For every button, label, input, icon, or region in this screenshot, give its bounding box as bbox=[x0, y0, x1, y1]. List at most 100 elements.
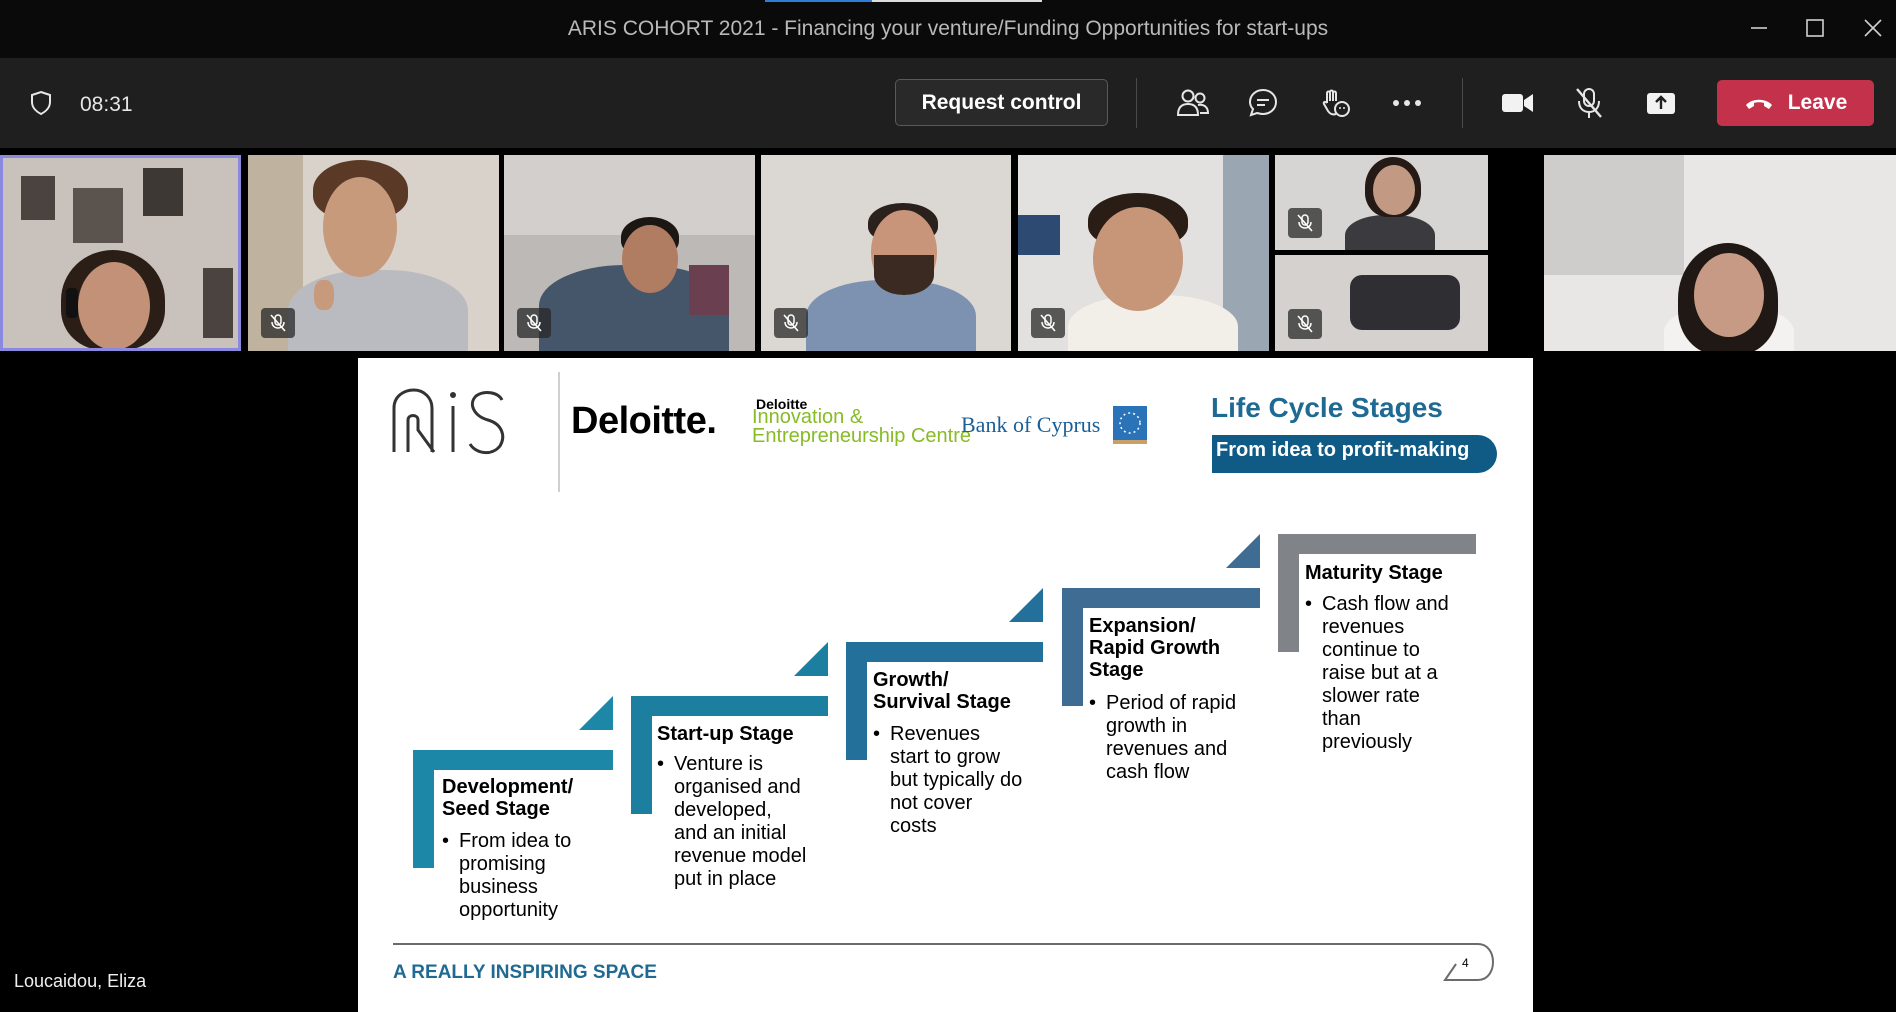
bullet-line: developed, bbox=[674, 799, 772, 821]
leave-button[interactable]: Leave bbox=[1717, 80, 1874, 126]
bullet-line: opportunity bbox=[459, 899, 558, 921]
camera-button[interactable] bbox=[1497, 82, 1539, 124]
aris-logo bbox=[392, 388, 505, 454]
reactions-button[interactable] bbox=[1314, 82, 1356, 124]
bullet-line: Period of rapid bbox=[1106, 692, 1237, 714]
mic-off-icon bbox=[1297, 214, 1313, 232]
participant-video-tile[interactable] bbox=[1275, 255, 1488, 351]
background-object bbox=[689, 265, 729, 315]
bank-of-cyprus-logo: Bank of Cyprus bbox=[961, 412, 1101, 437]
stage-title-line: Maturity Stage bbox=[1305, 562, 1443, 584]
bullet-line: From idea to bbox=[459, 830, 572, 852]
stage-2-step bbox=[631, 696, 828, 814]
request-control-button[interactable]: Request control bbox=[895, 79, 1108, 126]
minimize-icon bbox=[1751, 27, 1767, 29]
bullet-line: than bbox=[1322, 708, 1361, 730]
stage-1-title: Development/ Seed Stage bbox=[442, 776, 573, 820]
background-object bbox=[1018, 215, 1060, 255]
mic-off-icon bbox=[526, 314, 542, 332]
mic-off-icon bbox=[783, 314, 799, 332]
close-button[interactable] bbox=[1855, 12, 1891, 44]
life-cycle-staircase bbox=[393, 534, 1494, 981]
leave-label: Leave bbox=[1787, 91, 1848, 114]
stage-1-step bbox=[413, 750, 613, 868]
participant-video-tile[interactable] bbox=[504, 155, 755, 351]
meeting-info-button[interactable] bbox=[26, 88, 56, 118]
stage-title-line: Stage bbox=[1089, 659, 1144, 681]
participant-video-tile[interactable] bbox=[1018, 155, 1269, 351]
mic-off-icon bbox=[270, 314, 286, 332]
bullet-line: organised and bbox=[674, 776, 801, 798]
stage-title-line: Expansion/ bbox=[1089, 615, 1196, 637]
muted-indicator bbox=[261, 308, 295, 338]
wall-frame bbox=[21, 176, 55, 220]
participant-video-tile[interactable] bbox=[761, 155, 1011, 351]
muted-indicator bbox=[1031, 308, 1065, 338]
stage-5-title: Maturity Stage bbox=[1305, 562, 1443, 584]
toolbar-divider bbox=[1136, 78, 1137, 128]
stage-3-title: Growth/ Survival Stage bbox=[873, 669, 1011, 713]
participant-face bbox=[1373, 165, 1415, 215]
bullet-line: previously bbox=[1322, 731, 1413, 753]
self-video-tile[interactable] bbox=[1544, 155, 1896, 351]
bullet-line: growth in bbox=[1106, 715, 1188, 737]
participant-face bbox=[78, 262, 150, 348]
participant-video-tile[interactable] bbox=[248, 155, 499, 351]
bullet-line: raise but at a bbox=[1322, 662, 1438, 684]
phone-icon bbox=[1745, 99, 1772, 109]
bullet-line: promising bbox=[459, 853, 546, 875]
headset-icon bbox=[66, 288, 78, 318]
bullet-line: revenue model bbox=[674, 845, 807, 867]
more-options-button[interactable] bbox=[1386, 82, 1428, 124]
chat-button[interactable] bbox=[1242, 82, 1284, 124]
meeting-toolbar: 08:31 Request control bbox=[0, 58, 1896, 148]
participant-body bbox=[288, 270, 468, 351]
stage-title-line: Development/ bbox=[442, 776, 574, 798]
bullet-line: start to grow bbox=[890, 746, 1001, 768]
stage-5-step bbox=[1278, 534, 1476, 652]
mute-button[interactable] bbox=[1568, 82, 1610, 124]
stage-2-title: Start-up Stage bbox=[657, 723, 794, 745]
stage-3-step bbox=[846, 642, 1043, 760]
muted-indicator bbox=[1288, 208, 1322, 238]
minimize-button[interactable] bbox=[1741, 12, 1777, 44]
bullet-line: slower rate bbox=[1322, 685, 1420, 707]
wall-frame bbox=[73, 188, 123, 243]
bullet-line: but typically do bbox=[890, 769, 1023, 791]
meeting-timer: 08:31 bbox=[80, 93, 133, 116]
shared-presentation-slide: Deloitte. Deloitte Innovation & Entrepre… bbox=[358, 358, 1533, 1012]
bullet-line: costs bbox=[890, 815, 937, 837]
window-title: ARIS COHORT 2021 - Financing your ventur… bbox=[567, 17, 1329, 40]
bullet-line: revenues and bbox=[1106, 738, 1228, 760]
participant-face bbox=[323, 177, 397, 277]
participants-button[interactable] bbox=[1172, 82, 1214, 124]
participant-beard bbox=[874, 255, 934, 295]
bullet-line: Revenues bbox=[890, 723, 981, 745]
bullet-line: revenues bbox=[1322, 616, 1405, 638]
share-icon bbox=[1647, 93, 1675, 114]
background-wall bbox=[1544, 155, 1684, 275]
wall-frame bbox=[143, 168, 183, 216]
maximize-button[interactable] bbox=[1797, 12, 1833, 44]
stage-4-arrow bbox=[1226, 534, 1260, 568]
participant-body bbox=[1345, 215, 1435, 250]
dic-logo-line1: Innovation & bbox=[752, 406, 864, 428]
participant-video-tile[interactable] bbox=[1275, 155, 1488, 250]
participant-video-tile[interactable] bbox=[0, 155, 241, 351]
page-number-badge bbox=[1443, 943, 1494, 981]
people-icon bbox=[1176, 89, 1210, 116]
muted-indicator bbox=[774, 308, 808, 338]
stage-1-arrow bbox=[579, 696, 613, 730]
stage-3-arrow bbox=[1009, 588, 1043, 622]
share-button[interactable] bbox=[1640, 82, 1682, 124]
participant-video-strip bbox=[0, 153, 1896, 353]
bullet-line: put in place bbox=[674, 868, 777, 890]
mic-off-icon bbox=[1576, 88, 1602, 118]
bullet-line: Venture is bbox=[674, 753, 763, 775]
